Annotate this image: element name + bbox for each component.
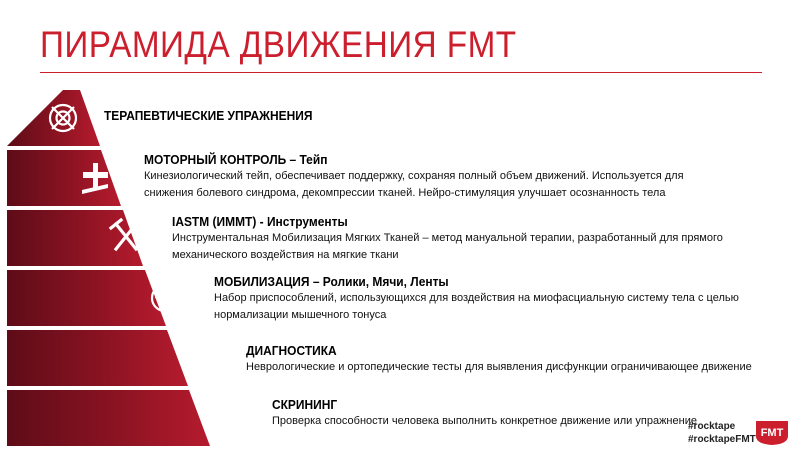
hashtag-rocktapefmt: #rocktapeFMT [688, 434, 756, 445]
tier-description-line: Проверка способности человека выполнить … [272, 415, 697, 427]
tier-motor-control: МОТОРНЫЙ КОНТРОЛЬ – Тейп Кинезиологическ… [144, 152, 684, 202]
tier-heading: ТЕРАПЕВТИЧЕСКИЕ УПРАЖНЕНИЯ [104, 108, 313, 123]
tier-description-line: нормализации мышечного тонуса [214, 309, 387, 321]
tier-screening: СКРИНИНГ Проверка способности человека в… [272, 397, 697, 430]
hashtag-rocktape: #rocktape [688, 421, 736, 432]
hashtags: #rocktape #rocktapeFMT [688, 420, 756, 446]
tape-cross-icon [82, 163, 108, 194]
human-figure-circle-icon [150, 283, 180, 313]
pyramid-tier-screening [7, 390, 210, 446]
fmt-logo-text: FMT [761, 427, 784, 439]
pyramid-tier-motor-control [7, 150, 121, 206]
pyramid-tier-therapeutic-exercises [7, 90, 100, 146]
scales-icon [183, 346, 217, 369]
tier-therapeutic-exercises: ТЕРАПЕВТИЧЕСКИЕ УПРАЖНЕНИЯ [104, 108, 331, 124]
tier-heading: СКРИНИНГ [272, 397, 338, 412]
pyramid-tier-mobilization [7, 270, 166, 326]
tier-heading: МОТОРНЫЙ КОНТРОЛЬ – Тейп [144, 152, 328, 167]
fmt-logo: FMT [756, 421, 788, 445]
tier-heading: ДИАГНОСТИКА [246, 343, 337, 358]
tier-diagnostics: ДИАГНОСТИКА Неврологические и ортопедиче… [246, 343, 752, 376]
tier-description-line: Неврологические и ортопедические тесты д… [246, 361, 752, 373]
crossed-tools-icon [108, 217, 144, 252]
pyramid-tier-iastm [7, 210, 143, 266]
tier-iastm: IASTM (ИММТ) - Инструменты Инструменталь… [172, 214, 723, 264]
magnifier-icon [220, 401, 247, 428]
tier-mobilization: МОБИЛИЗАЦИЯ – Ролики, Мячи, Ленты Набор … [214, 274, 739, 324]
tier-description-line: снижения болевого синдрома, декомпрессии… [144, 187, 666, 199]
tier-description-line: Инструментальная Мобилизация Мягких Ткан… [172, 232, 723, 244]
pyramid-tier-diagnostics [7, 330, 188, 386]
tier-heading: IASTM (ИММТ) - Инструменты [172, 214, 348, 229]
vitruvian-circle-icon [48, 103, 78, 133]
tier-description-line: Набор приспособлений, использующихся для… [214, 292, 739, 304]
page-title: ПИРАМИДА ДВИЖЕНИЯ FMT [40, 24, 517, 65]
tier-description-line: механического воздействия на мягкие ткан… [172, 249, 399, 261]
tier-heading: МОБИЛИЗАЦИЯ – Ролики, Мячи, Ленты [214, 274, 449, 289]
tier-description-line: Кинезиологический тейп, обеспечивает под… [144, 170, 684, 182]
title-divider [40, 72, 762, 73]
